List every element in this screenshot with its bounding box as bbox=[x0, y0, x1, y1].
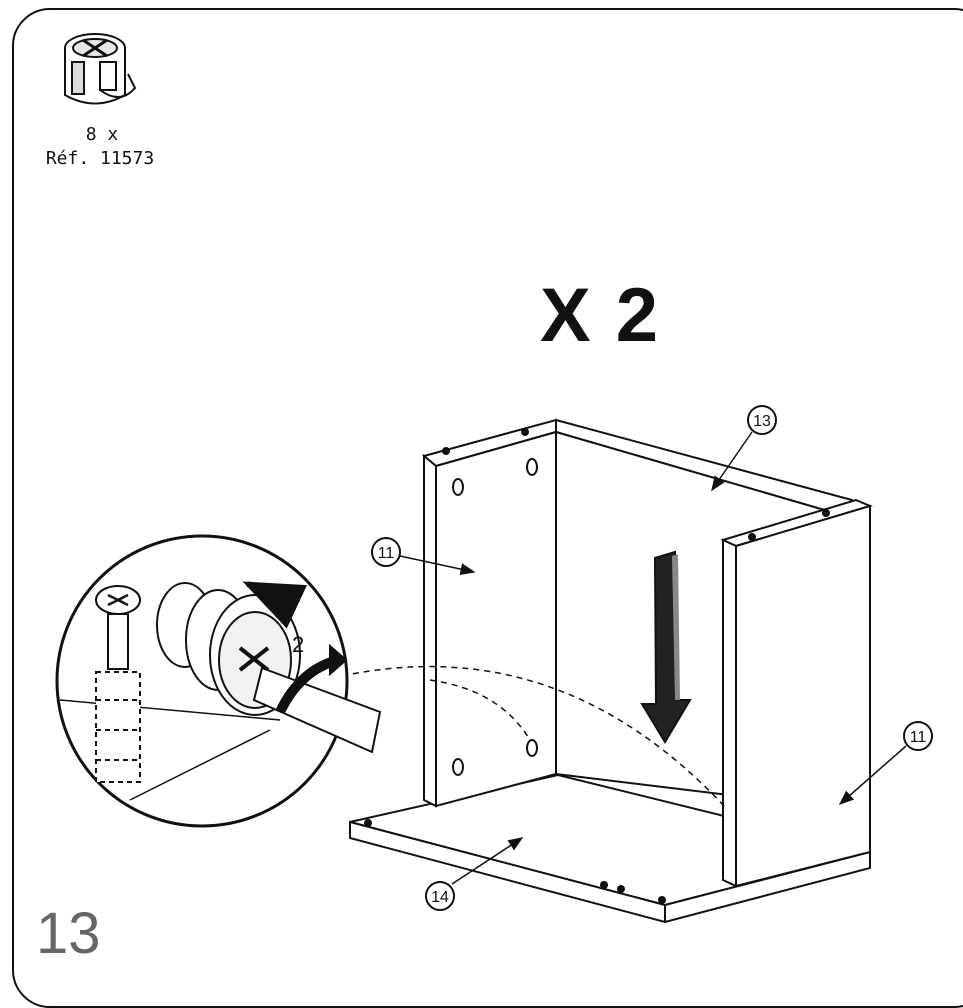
callout-13: 13 bbox=[753, 413, 771, 430]
callout-group: 11 13 11 14 bbox=[371, 405, 933, 911]
guide-lines bbox=[341, 665, 727, 809]
insert-direction-arrow bbox=[640, 550, 692, 744]
hardware-reference: Réf. 11573 bbox=[45, 148, 155, 169]
side-panel-right bbox=[720, 498, 873, 888]
instruction-2-label: 2 bbox=[292, 632, 304, 657]
hardware-quantity: 8 x bbox=[85, 124, 119, 145]
callout-14: 14 bbox=[431, 889, 449, 906]
side-panel-left bbox=[421, 418, 557, 808]
cam-lock-fitting-icon bbox=[64, 33, 137, 105]
callout-11-right: 11 bbox=[910, 729, 927, 746]
callout-back: 13 bbox=[711, 405, 777, 492]
detail-inset: 1 2 bbox=[55, 534, 382, 828]
callout-11-left: 11 bbox=[378, 545, 395, 562]
instruction-1-label: 1 bbox=[282, 592, 294, 617]
callout-side-left: 11 bbox=[371, 537, 476, 576]
callout-bottom: 14 bbox=[425, 837, 524, 911]
step-number: 13 bbox=[36, 901, 101, 966]
step-multiplier: X 2 bbox=[540, 273, 661, 358]
callout-side-right: 11 bbox=[838, 721, 933, 805]
